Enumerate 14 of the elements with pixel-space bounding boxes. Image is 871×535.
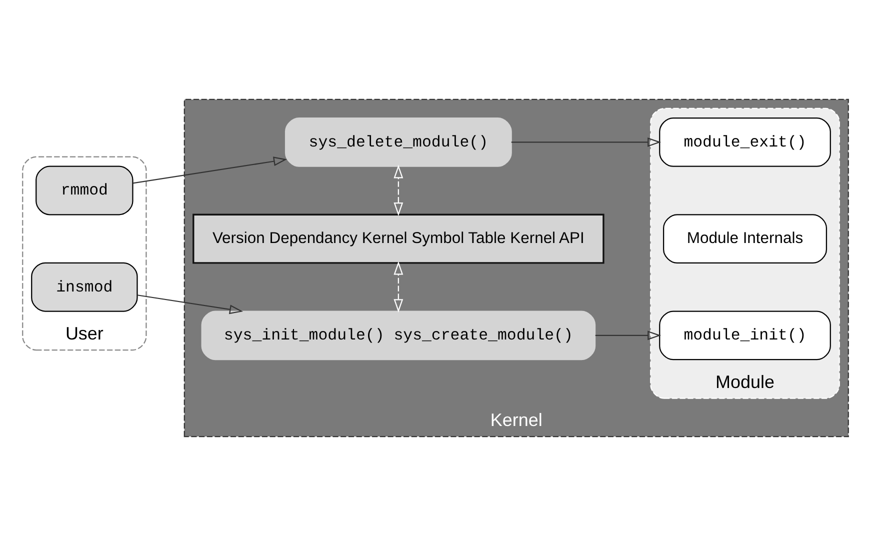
node-box: insmod (31, 262, 138, 312)
arrow (595, 330, 662, 340)
node-box: sys_delete_module() (284, 116, 512, 166)
arrow (394, 164, 404, 216)
node-box: sys_init_module() sys_create_module() (201, 310, 596, 360)
arrow (394, 260, 404, 312)
arrow (132, 156, 288, 184)
node-box: module_init() (659, 310, 831, 360)
node-box: Module Internals (663, 214, 828, 263)
node-box: module_exit() (659, 116, 831, 166)
arrow (137, 294, 244, 314)
node-box: rmmod (36, 165, 134, 215)
node-box: Version Dependancy Kernel Symbol Table Kernel API (192, 213, 604, 264)
arrow (511, 136, 662, 146)
